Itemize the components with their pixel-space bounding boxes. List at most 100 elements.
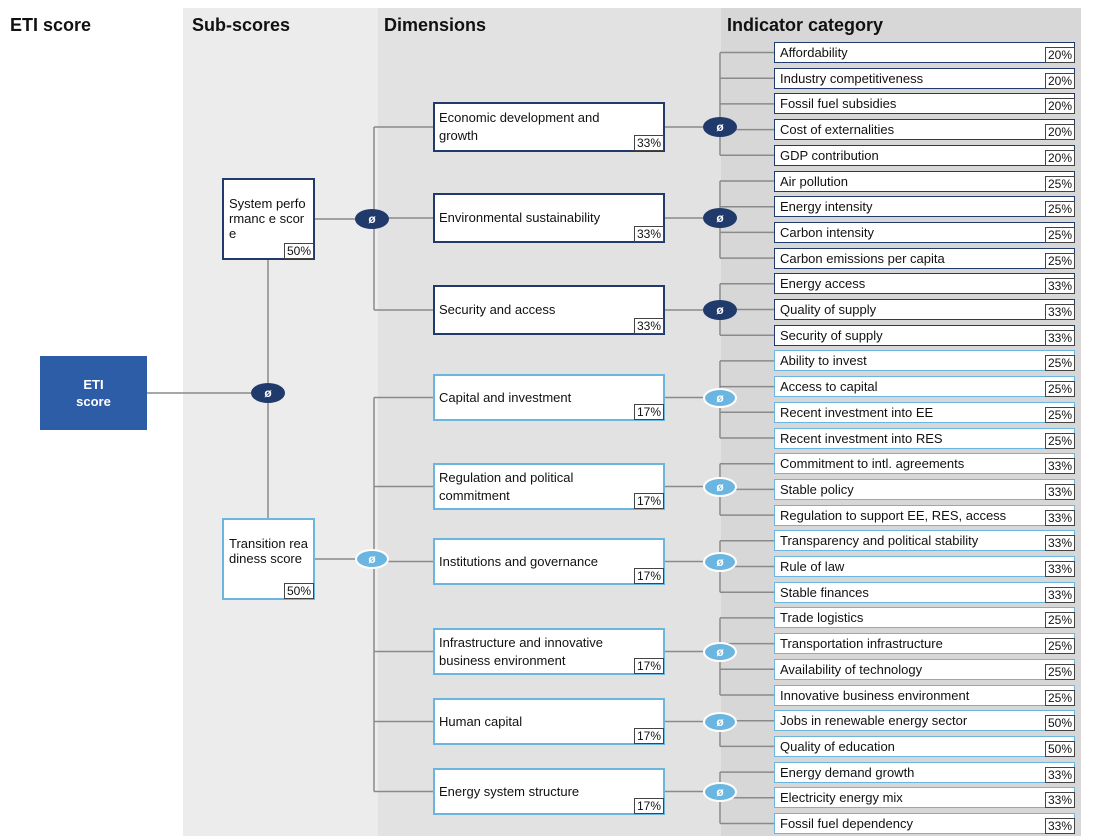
dimension-weight: 17% — [633, 404, 664, 420]
dimension-label: Energy system structure — [439, 783, 580, 799]
indicator-weight: 33% — [1044, 818, 1075, 834]
average-symbol: ø — [703, 781, 737, 802]
indicator-weight: 50% — [1044, 740, 1075, 757]
indicator-weight: 33% — [1044, 561, 1075, 577]
dimension-label: Environmental sustainability — [439, 210, 601, 225]
indicator-box: Quality of supply 33% — [774, 299, 1075, 320]
indicator-label: Availability of technology — [780, 661, 923, 677]
dimension-weight: 33% — [633, 135, 664, 151]
dimension-label: Infrastructure and innovative business e… — [439, 634, 604, 668]
header-dimensions: Dimensions — [384, 15, 487, 35]
indicator-box: Energy intensity 25% — [774, 196, 1075, 218]
indicator-label: Energy access — [780, 276, 866, 292]
indicator-weight: 33% — [1044, 483, 1075, 500]
eti-score-box: ETI score — [40, 356, 147, 430]
header-indicator-category: Indicator category — [727, 15, 884, 35]
average-symbol: ø — [355, 549, 389, 569]
indicator-label: Recent investment into RES — [780, 430, 943, 446]
indicator-weight: 25% — [1044, 175, 1075, 192]
indicator-label: Stable policy — [780, 481, 854, 497]
indicator-box: Quality of education 50% — [774, 735, 1075, 757]
dimension-weight: 33% — [633, 226, 664, 242]
indicator-box: Recent investment into RES 25% — [774, 427, 1075, 449]
indicator-weight: 20% — [1044, 47, 1075, 63]
indicator-weight: 25% — [1044, 252, 1075, 269]
dimension-weight: 17% — [633, 728, 664, 744]
indicator-label: Energy intensity — [780, 199, 873, 215]
indicator-label: Carbon intensity — [780, 224, 874, 240]
dimension-label: Economic development and growth — [439, 110, 600, 143]
indicator-weight: 33% — [1044, 586, 1075, 603]
indicator-label: Fossil fuel dependency — [780, 816, 913, 831]
indicator-weight: 33% — [1044, 278, 1075, 295]
indicator-box: GDP contribution 20% — [774, 144, 1075, 166]
eti-score-line2: score — [76, 394, 111, 409]
indicator-box: Industry competitiveness 20% — [774, 67, 1075, 89]
dimension-label: Institutions and governance — [439, 553, 598, 569]
indicator-box: Air pollution 25% — [774, 170, 1075, 192]
indicator-weight: 33% — [1044, 535, 1075, 552]
indicator-label: Ability to invest — [780, 353, 867, 369]
average-symbol: ø — [703, 711, 737, 732]
indicator-label: Commitment to intl. agreements — [780, 456, 965, 472]
indicator-weight: 25% — [1044, 406, 1075, 423]
indicator-weight: 33% — [1044, 792, 1075, 809]
indicator-weight: 33% — [1044, 766, 1075, 783]
indicator-label: Quality of education — [780, 738, 895, 754]
indicator-label: Regulation to support EE, RES, access — [780, 507, 1007, 523]
indicator-weight: 33% — [1044, 329, 1075, 346]
indicator-weight: 25% — [1044, 201, 1075, 218]
indicator-label: Quality of supply — [780, 302, 877, 317]
indicator-label: Security of supply — [780, 327, 883, 343]
subscore-label: Transition readiness score — [229, 536, 308, 566]
indicator-label: Air pollution — [780, 173, 848, 189]
average-symbol: ø — [703, 641, 737, 662]
indicator-box: Stable policy 33% — [774, 478, 1075, 500]
indicator-weight: 20% — [1044, 124, 1075, 141]
eti-score-line1: ETI — [83, 377, 104, 392]
indicator-weight: 20% — [1044, 72, 1075, 89]
dimension-label: Capital and investment — [439, 389, 572, 405]
indicator-weight: 25% — [1044, 689, 1075, 706]
dimension-weight: 17% — [633, 658, 664, 674]
indicator-box: Innovative business environment 25% — [774, 684, 1075, 706]
indicator-label: Electricity energy mix — [780, 790, 903, 806]
indicator-box: Carbon intensity 25% — [774, 221, 1075, 243]
indicator-weight: 25% — [1044, 226, 1075, 243]
indicator-label: Innovative business environment — [780, 687, 970, 703]
dimension-weight: 17% — [633, 568, 664, 584]
indicator-label: Industry competitiveness — [780, 70, 924, 86]
indicator-weight: 20% — [1044, 149, 1075, 166]
average-symbol: ø — [703, 208, 737, 228]
indicator-label: Trade logistics — [780, 610, 864, 626]
indicator-weight: 25% — [1044, 355, 1075, 372]
indicator-label: Stable finances — [780, 584, 869, 600]
indicator-label: Carbon emissions per capita — [780, 250, 945, 266]
indicator-weight: 33% — [1044, 509, 1075, 526]
indicator-weight: 20% — [1044, 98, 1075, 115]
dimension-box: Economic development and growth 33% — [433, 102, 665, 152]
indicator-box: Carbon emissions per capita 25% — [774, 247, 1075, 269]
indicator-weight: 33% — [1044, 304, 1075, 320]
average-symbol: ø — [703, 117, 737, 137]
indicator-label: Jobs in renewable energy sector — [780, 713, 968, 729]
header-sub-scores: Sub-scores — [192, 15, 291, 35]
indicator-label: Transparency and political stability — [780, 533, 979, 549]
dimension-box: Capital and investment 17% — [433, 374, 665, 421]
indicator-box: Transparency and political stability 33% — [774, 530, 1075, 552]
average-symbol: ø — [703, 551, 737, 572]
indicator-weight: 25% — [1044, 432, 1075, 449]
average-symbol: ø — [703, 300, 737, 320]
indicator-label: GDP contribution — [780, 147, 879, 163]
